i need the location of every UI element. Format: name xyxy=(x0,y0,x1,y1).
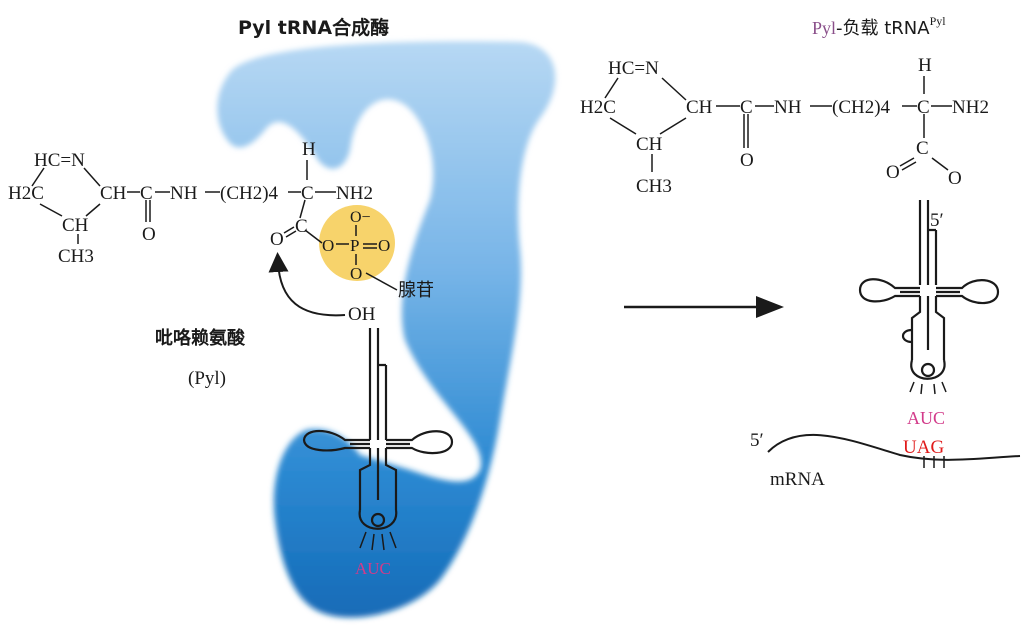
right-title-rest: -负载 tRNA xyxy=(836,18,930,39)
right-ring-top: HC=N xyxy=(608,58,659,79)
right-trna-anticodon: AUC xyxy=(907,408,945,428)
left-amino: NH2 xyxy=(336,183,373,204)
right-ring-ch: CH xyxy=(686,97,713,118)
right-title-pyl: Pyl xyxy=(812,18,836,38)
left-bonds xyxy=(31,160,398,291)
mrna-five-prime: 5′ xyxy=(750,430,764,451)
left-phosphate-p: P xyxy=(350,236,359,255)
left-ester-o: O xyxy=(270,229,284,250)
left-ester-c: C xyxy=(295,216,308,237)
left-ring-ch: CH xyxy=(100,183,127,204)
right-carbonyl-c: C xyxy=(740,97,753,118)
right-methyl: CH3 xyxy=(636,176,672,197)
right-ester-o1: O xyxy=(886,162,900,183)
phosphate-highlight xyxy=(319,205,395,281)
codon-ticks xyxy=(923,456,945,468)
left-trna-anticodon: AUC xyxy=(355,559,391,578)
right-pyl-molecule: HC=N H2C CH CH CH3 C O NH (CH2)4 H C NH2… xyxy=(580,55,989,197)
pyl-name-abbr: (Pyl) xyxy=(188,368,226,389)
right-alpha-c: C xyxy=(917,97,930,118)
enzyme-title: Pyl tRNA合成酶 xyxy=(238,16,389,39)
left-ring-top: HC=N xyxy=(34,150,85,171)
left-phosphate-o-right: O xyxy=(378,236,390,255)
left-amide-nh: NH xyxy=(170,183,198,204)
right-trna xyxy=(858,200,1000,395)
mrna-strand xyxy=(767,433,1021,461)
enzyme-shape xyxy=(217,41,556,618)
left-carbonyl-c: C xyxy=(140,183,153,204)
right-chain: (CH2)4 xyxy=(832,97,891,118)
acylation-arrow xyxy=(268,252,346,317)
left-carbonyl-o: O xyxy=(142,224,156,245)
left-phosphate-o-bottom: O xyxy=(350,264,362,283)
left-ring-ch-bottom: CH xyxy=(62,215,89,236)
right-title-sup: Pyl xyxy=(930,14,947,28)
left-pyl-molecule: HC=N H2C CH CH CH3 C O NH (CH2)4 H C NH2… xyxy=(8,139,434,325)
right-title: Pyl-负载 tRNAPyl xyxy=(812,14,946,39)
right-amide-nh: NH xyxy=(774,97,802,118)
right-ester-c: C xyxy=(916,138,929,159)
right-bonds xyxy=(604,76,952,172)
right-ring-ch-bottom: CH xyxy=(636,134,663,155)
left-ring-h2c: H2C xyxy=(8,183,44,204)
right-ester-o2: O xyxy=(948,168,962,189)
left-methyl: CH3 xyxy=(58,246,94,267)
mrna-codon: UAG xyxy=(903,437,944,458)
left-hydroxyl: OH xyxy=(348,304,376,325)
reaction-arrow xyxy=(624,296,784,318)
left-phosphate-o-left: O xyxy=(322,236,334,255)
left-chain: (CH2)4 xyxy=(220,183,279,204)
left-trna xyxy=(302,328,454,551)
left-alpha-h: H xyxy=(302,139,316,160)
right-carbonyl-o: O xyxy=(740,150,754,171)
left-phosphate-o-top: O− xyxy=(350,209,371,226)
mrna-label: mRNA xyxy=(770,469,825,490)
right-trna-five-prime: 5′ xyxy=(930,210,944,231)
right-ring-h2c: H2C xyxy=(580,97,616,118)
left-adenosine: 腺苷 xyxy=(398,280,434,301)
pyl-name-cn: 吡咯赖氨酸 xyxy=(155,327,246,349)
right-amino: NH2 xyxy=(952,97,989,118)
right-alpha-h: H xyxy=(918,55,932,76)
left-alpha-c: C xyxy=(301,183,314,204)
